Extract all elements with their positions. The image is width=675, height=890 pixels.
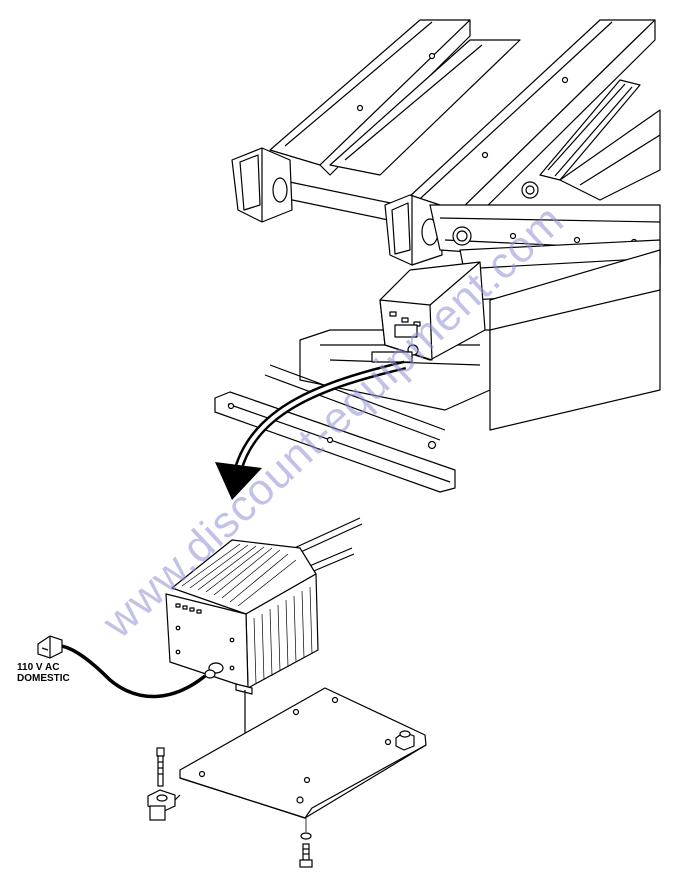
scissor-lift-assembly (214, 19, 661, 493)
voltage-label-line1: 110 V AC (17, 662, 60, 673)
ac-power-cord (37, 635, 207, 699)
mounting-plate (179, 687, 427, 819)
voltage-label-line2: DOMESTIC (17, 673, 70, 684)
upper-scissor-arm (269, 19, 471, 176)
arrow-head-icon (215, 462, 262, 500)
voltage-label: 110 V AC DOMESTIC (17, 662, 70, 684)
middle-clamp-bracket (384, 194, 443, 266)
charger-heatsink-top (171, 539, 317, 615)
hardware (147, 747, 313, 868)
mounting-stud (395, 730, 415, 751)
middle-rails (329, 39, 661, 201)
direction-arrow (215, 360, 407, 500)
clip-nut-icon (147, 789, 181, 821)
lower-bolt-icon (299, 818, 313, 868)
battery-charger-unit (165, 517, 363, 695)
upper-bolt-icon (156, 747, 165, 787)
mounted-charger (371, 261, 486, 363)
left-clamp-bracket (231, 147, 293, 223)
ac-plug-icon (37, 635, 63, 659)
cross-tube (273, 178, 405, 224)
right-scissor-arm (394, 19, 656, 229)
washer-icon (300, 832, 312, 840)
